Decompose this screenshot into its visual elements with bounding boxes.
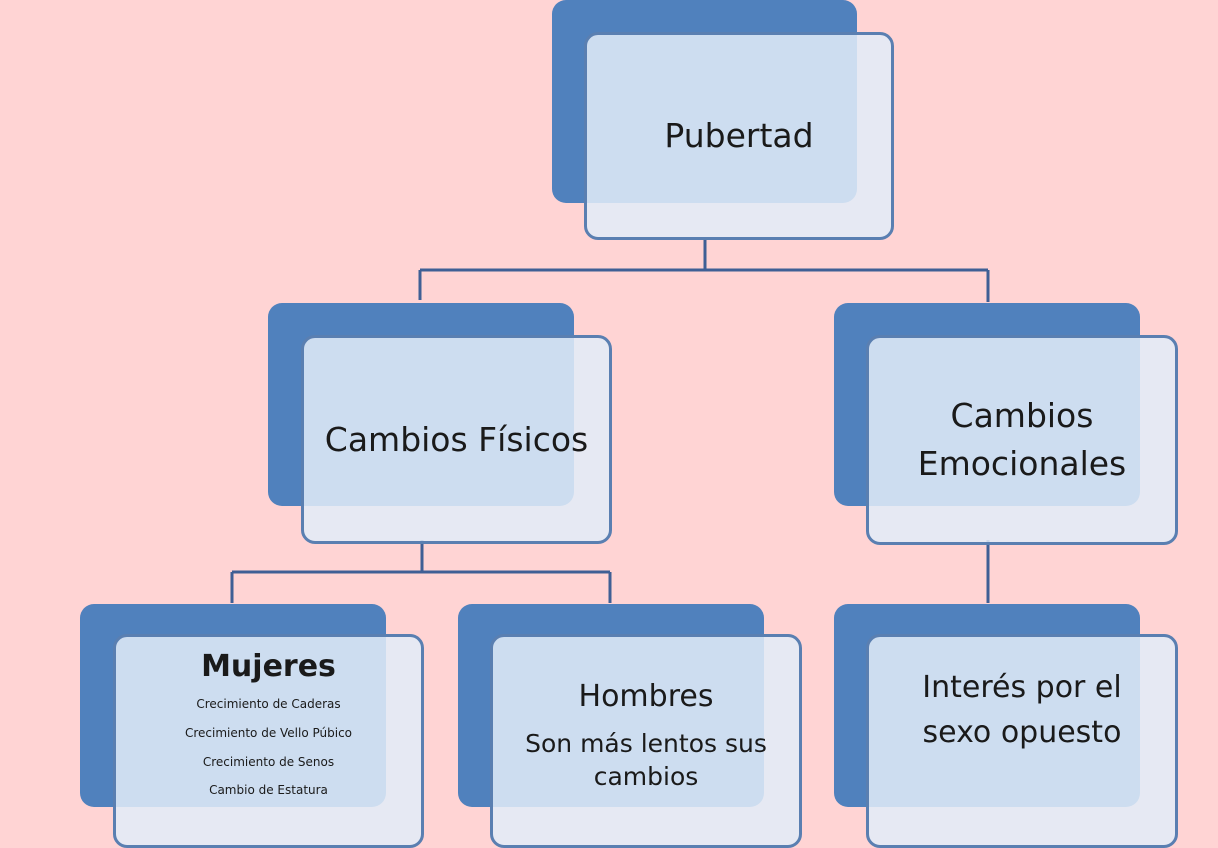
node-cambios-fisicos-label: Cambios Físicos [324,419,589,459]
mujeres-item: Crecimiento de Caderas [196,697,341,711]
node-interes-label: Interés por el sexo opuesto [922,670,1122,750]
node-hombres: Hombres Son más lentos sus cambios [458,604,803,848]
mujeres-item: Cambio de Estatura [209,783,328,798]
node-cambios-emocionales-label: Cambios Emocionales [917,396,1127,483]
connector-physical-to-level2 [230,540,612,603]
mujeres-item: Crecimiento de Senos [202,754,335,769]
node-mujeres: Mujeres Crecimiento de Caderas Crecimien… [80,604,425,848]
node-cambios-fisicos: Cambios Físicos [268,303,613,545]
connector-root-to-level1 [418,240,990,302]
node-cambios-emocionales: Cambios Emocionales [834,303,1179,545]
node-pubertad: Pubertad [552,0,896,242]
node-hombres-note: Son más lentos sus cambios [525,728,767,792]
node-pubertad-label: Pubertad [664,116,814,156]
node-mujeres-label: Mujeres [201,649,336,684]
node-hombres-label: Hombres [578,679,714,714]
node-interes: Interés por el sexo opuesto [834,604,1179,848]
mujeres-item: Crecimiento de Vello Púbico [184,725,353,740]
